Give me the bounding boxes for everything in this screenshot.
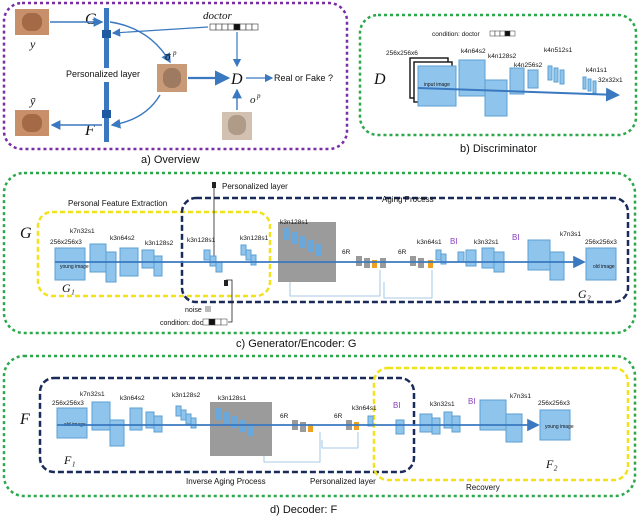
gen-layer-3: k3n128s2 (145, 240, 174, 247)
disc-layer-1: k4n64s2 (461, 48, 486, 55)
G-symbol: G (85, 11, 97, 28)
gen-output-label: old image (593, 264, 615, 270)
gen-input-size: 256x256x3 (50, 239, 82, 246)
dec-layer-7: k3n64s1 (352, 405, 377, 412)
gen-personalized-layer-label: Personalized layer (222, 182, 288, 191)
dec-personalized-layer-label: Personalized layer (310, 477, 376, 486)
discriminator-panel: D condition: doctor 256x256x6 input imag… (358, 13, 638, 155)
F-symbol: F (84, 122, 95, 139)
D-symbol-b: D (373, 71, 386, 88)
gen-input-block (54, 247, 86, 281)
dec-6r-1: 6R (280, 413, 289, 420)
disc-condition-label: condition: doctor (432, 31, 481, 38)
F-symbol-d: F (19, 411, 30, 428)
real-or-fake-label: Real or Fake ? (274, 73, 333, 83)
overview-caption: a) Overview (141, 154, 200, 166)
discriminator-caption: b) Discriminator (460, 143, 537, 155)
noise-label: noise (185, 307, 202, 314)
dec-layer-3: k3n128s2 (172, 392, 201, 399)
gen-output-block (585, 247, 617, 281)
disc-layer-2: k4n128s2 (488, 53, 517, 60)
disc-layer-5: k4n1s1 (586, 67, 607, 74)
aging-process-label: Aging Process (382, 195, 434, 204)
aging-process-box (180, 196, 630, 304)
o-label: o (250, 94, 256, 106)
decoder-caption: d) Decoder: F (270, 504, 338, 516)
personalized-layer-label: Personalized layer (66, 69, 140, 79)
dec-layer-2: k3n64s2 (120, 395, 145, 402)
G1-label: G₁ (62, 281, 75, 295)
recovery-label: Recovery (466, 483, 500, 492)
gen-input-label: young image (60, 264, 89, 270)
condition-vector (209, 23, 259, 31)
obar-label: o̅ (165, 51, 172, 63)
gen-condition-label: condition: doctor (160, 320, 212, 327)
generator-caption: c) Generator/Encoder: G (236, 338, 356, 350)
gen-6r-2: 6R (398, 249, 407, 256)
gen-bi-1: BI (450, 237, 458, 246)
obar-sup: p (172, 49, 177, 57)
overview-panel: y ȳ G F Personalized layer o̅ p doctor (2, 1, 349, 166)
dec-layer-4: k3n128s1 (218, 395, 247, 402)
disc-input-size: 256x256x6 (386, 50, 418, 57)
inverse-aging-label: Inverse Aging Process (186, 477, 266, 486)
disc-output-size: 32x32x1 (598, 77, 623, 84)
gen-output-size: 256x256x3 (585, 239, 617, 246)
gen-layer-4: k3n128s1 (187, 237, 216, 244)
dec-input-block (56, 407, 88, 439)
F1-label: F₁ (63, 453, 76, 467)
gen-layer-9: k3n64s1 (417, 239, 442, 246)
gen-layer-6: k3n128s1 (280, 219, 309, 226)
disc-input-block (417, 65, 457, 107)
generator-panel: G Personal Feature Extraction G₁ Aging P… (2, 171, 637, 350)
overview-border (2, 1, 349, 151)
dec-bi-1: BI (393, 401, 401, 410)
gen-layer-1: k7n32s1 (70, 228, 95, 235)
y-label: y (29, 37, 36, 51)
disc-layer-4: k4n512s1 (544, 47, 573, 54)
decoder-border (2, 354, 637, 498)
personal-feature-extraction-label: Personal Feature Extraction (68, 199, 167, 208)
noise-square (205, 306, 211, 312)
dec-layer-9: k3n32s1 (430, 401, 455, 408)
gen-layer-11: k3n32s1 (474, 239, 499, 246)
F2-label: F₂ (545, 457, 558, 471)
gen-layer-2: k3n64s2 (110, 235, 135, 242)
G2-label: G₂ (578, 287, 591, 301)
gen-bi-2: BI (512, 233, 520, 242)
ybar-label: ȳ (29, 94, 36, 108)
gen-layer-5: k3n128s1 (240, 235, 269, 242)
dec-input-size: 256x256x3 (52, 400, 84, 407)
dec-bi-2: BI (468, 397, 476, 406)
doctor-label: doctor (203, 10, 232, 22)
dec-layer-1: k7n32s1 (80, 391, 105, 398)
G-symbol-c: G (20, 225, 32, 242)
discriminator-border (358, 13, 638, 137)
recovery-box (372, 366, 630, 482)
D-symbol: D (230, 71, 243, 88)
o-sup: p (256, 92, 261, 100)
gen-6r-1: 6R (342, 249, 351, 256)
disc-input-label: input image (424, 82, 450, 88)
decoder-panel: F F₁ F₂ 256x256x3 old image k7n32s1 k3n6… (2, 354, 637, 516)
dec-output-label: young image (545, 424, 574, 430)
dec-output-size: 256x256x3 (538, 400, 570, 407)
dec-layer-11: k7n3s1 (510, 393, 531, 400)
generator-border (2, 171, 637, 335)
dec-6r-2: 6R (334, 413, 343, 420)
gen-layer-13: k7n3s1 (560, 231, 581, 238)
disc-layer-3: k4n256s2 (514, 62, 543, 69)
dec-output-block (539, 409, 571, 441)
